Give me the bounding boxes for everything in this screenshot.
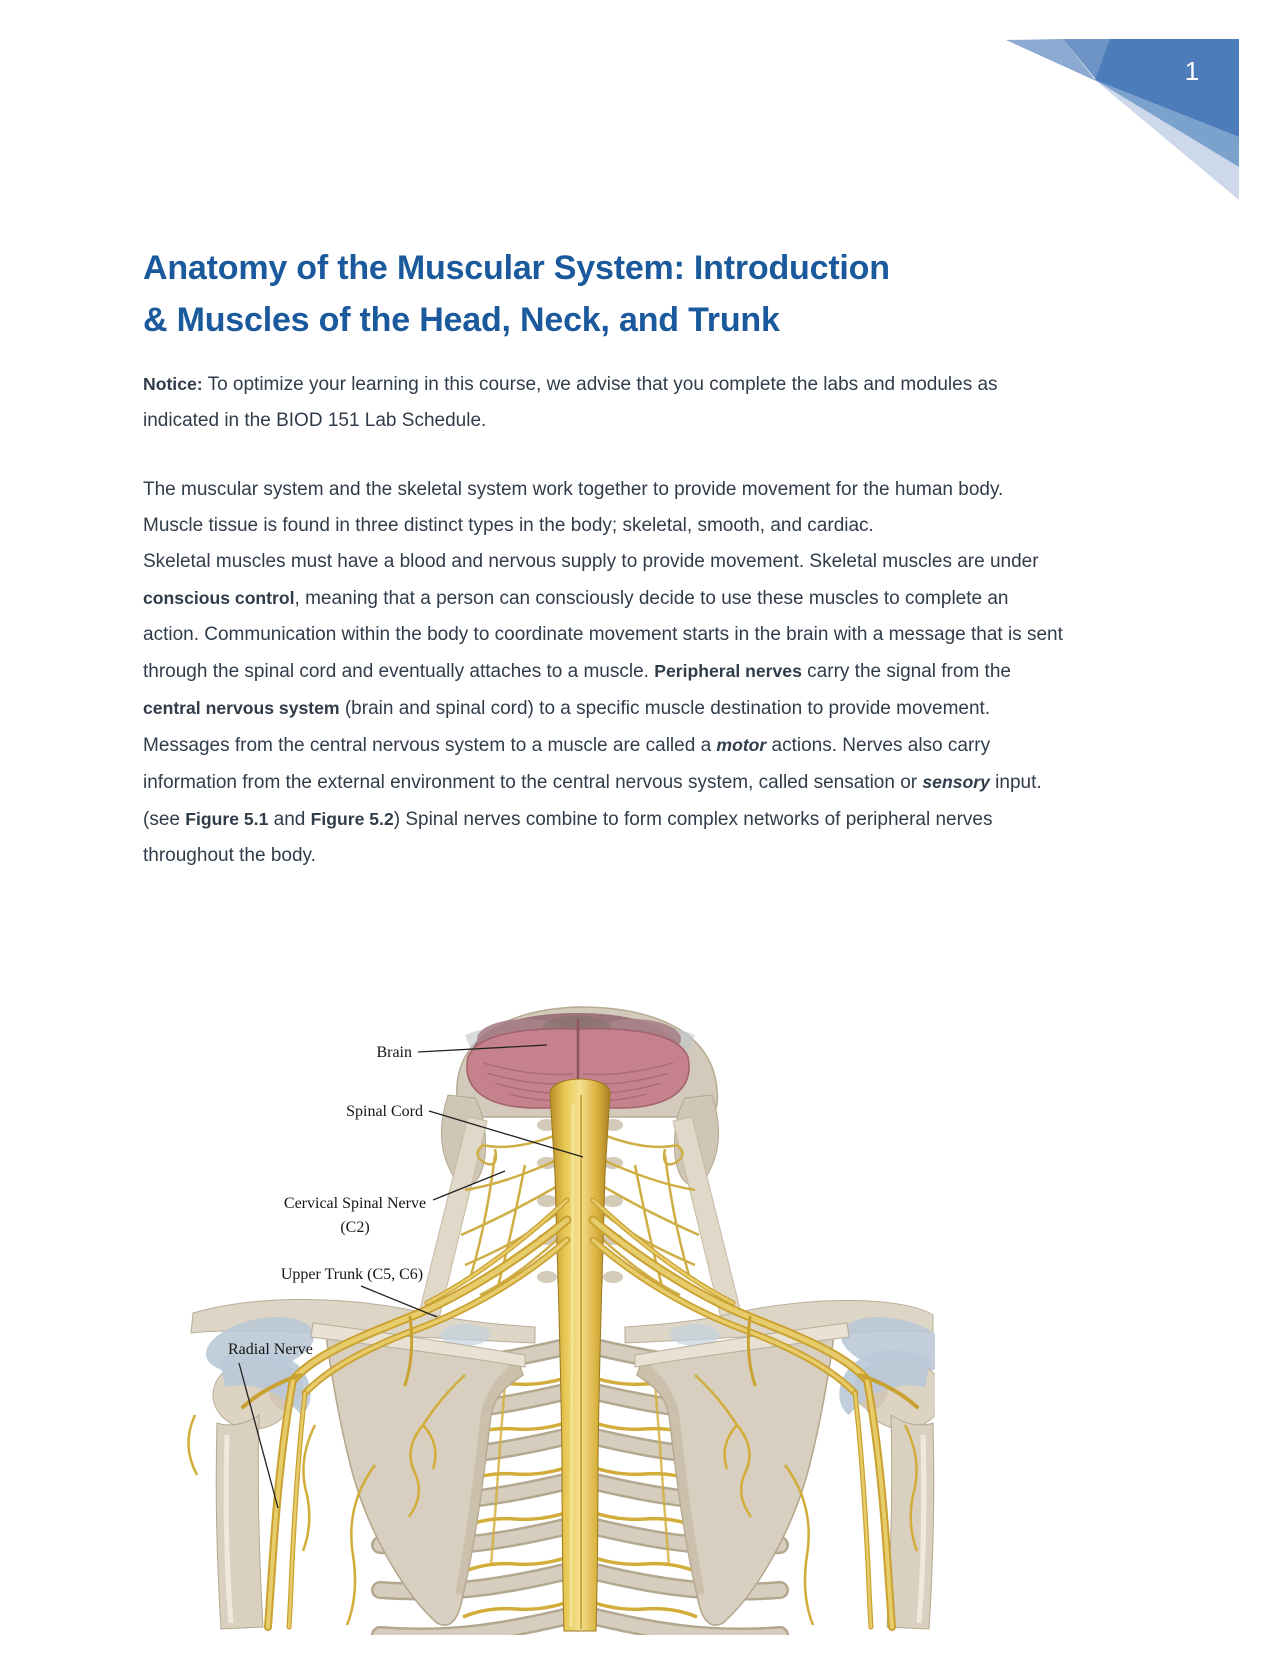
brain-graphic xyxy=(466,1013,690,1109)
figure-labels: Brain Spinal Cord Cervical Spinal Nerve … xyxy=(228,1044,584,1509)
paragraph-skeletal-muscles: Skeletal muscles must have a blood and n… xyxy=(143,544,1065,874)
anatomy-figure: Brain Spinal Cord Cervical Spinal Nerve … xyxy=(165,995,935,1635)
p3-run: , meaning that a person can consciously … xyxy=(143,588,1063,682)
corner-triangle-pale-band xyxy=(1095,80,1239,200)
peripheral-nerve-branches xyxy=(187,1374,919,1626)
figure-label-cervical-spinal-nerve: Cervical Spinal Nerve xyxy=(284,1195,426,1212)
notice-paragraph: Notice: To optimize your learning in thi… xyxy=(143,366,1065,439)
corner-triangle-dark xyxy=(1095,39,1239,137)
p3-run: (brain and spinal cord) to a specific mu… xyxy=(143,698,991,756)
corner-triangle-medium-left xyxy=(1063,39,1110,81)
p3-run: actions. Nerves also carry information f… xyxy=(143,735,991,793)
page-number: 1 xyxy=(1185,56,1199,86)
p3-run: ) Spinal nerves combine to form complex … xyxy=(143,809,993,866)
corner-triangles-graphic: 1 xyxy=(1006,39,1239,200)
p3-bold-central-nervous-system: central nervous system xyxy=(143,698,340,718)
cervical-spinal-nerve-label-line xyxy=(432,1170,506,1201)
neck-bone-strips xyxy=(416,1116,744,1328)
p3-bold-figure-5-1: Figure 5.1 xyxy=(185,809,269,829)
figure-label-upper-trunk: Upper Trunk (C5, C6) xyxy=(281,1266,423,1283)
corner-triangle-light xyxy=(1006,39,1096,81)
radial-nerve-label-line xyxy=(238,1362,279,1509)
figure-label-cervical-c2: (C2) xyxy=(340,1219,369,1236)
paragraph-muscular-system: The muscular system and the skeletal sys… xyxy=(143,472,1065,544)
page-title-line1: Anatomy of the Muscular System: Introduc… xyxy=(143,249,890,287)
brachial-plexus xyxy=(241,1197,919,1631)
p3-bold-conscious-control: conscious control xyxy=(143,588,295,608)
page-title: Anatomy of the Muscular System: Introduc… xyxy=(143,242,1103,346)
corner-decoration: 1 xyxy=(1006,39,1239,201)
p3-bold-peripheral-nerves: Peripheral nerves xyxy=(654,661,802,681)
page-title-line2: & Muscles of the Head, Neck, and Trunk xyxy=(143,301,780,339)
document-body: Notice: To optimize your learning in thi… xyxy=(143,366,1065,874)
upper-trunk-label-line xyxy=(360,1285,438,1318)
p3-run: and xyxy=(268,809,311,830)
spinal-cord-label-line xyxy=(428,1110,584,1158)
p3-bold-figure-5-2: Figure 5.2 xyxy=(310,809,394,829)
p3-run: Skeletal muscles must have a blood and n… xyxy=(143,551,1039,572)
p3-run: input. (see xyxy=(143,772,1042,830)
notice-label: Notice: xyxy=(143,374,203,394)
scapulae xyxy=(310,1322,850,1626)
brain-label-line xyxy=(417,1044,548,1053)
figure-label-brain: Brain xyxy=(376,1044,412,1061)
notice-text: To optimize your learning in this course… xyxy=(143,374,998,431)
paragraph-2-text: The muscular system and the skeletal sys… xyxy=(143,479,1004,536)
p3-bolditalic-sensory: sensory xyxy=(922,772,990,792)
corner-triangle-medium-right xyxy=(1095,80,1239,167)
figure-label-radial-nerve: Radial Nerve xyxy=(228,1341,313,1358)
p3-bolditalic-motor: motor xyxy=(716,735,767,755)
p3-run: carry the signal from the xyxy=(801,661,1011,682)
figure-label-spinal-cord: Spinal Cord xyxy=(346,1103,423,1120)
anatomy-figure-graphic: Brain Spinal Cord Cervical Spinal Nerve … xyxy=(187,1006,935,1635)
